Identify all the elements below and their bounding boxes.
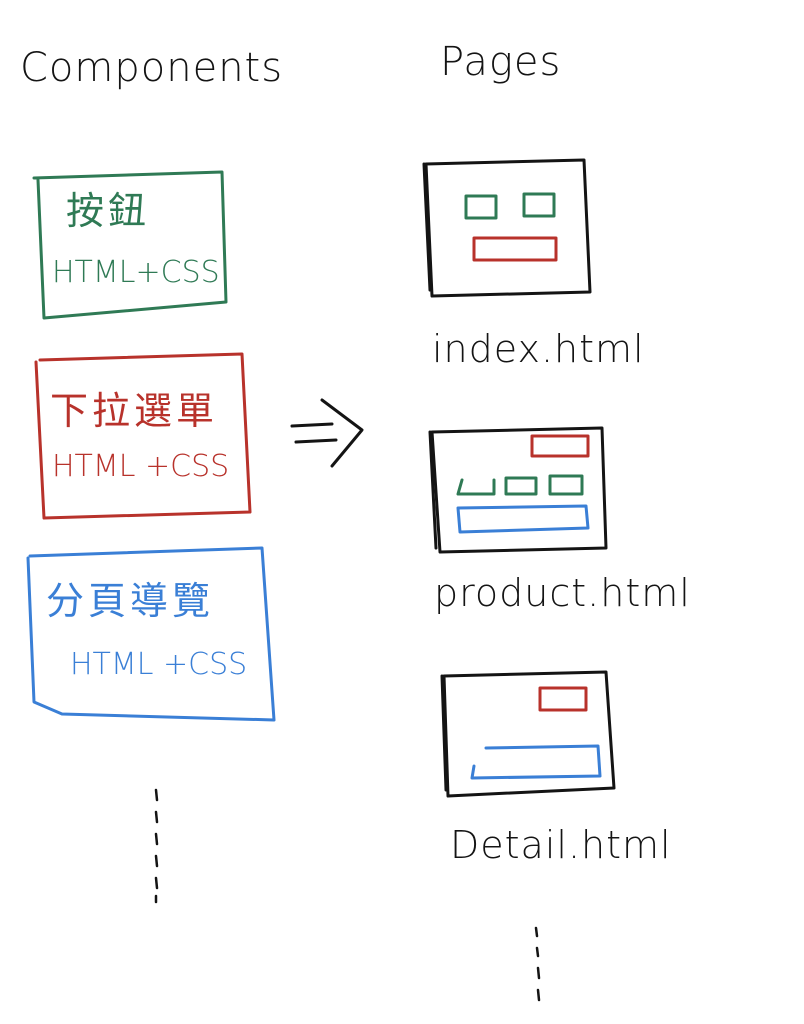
dropdown-shape [538, 686, 588, 712]
page-wireframe-detail [440, 670, 616, 798]
component-subtitle-button: HTML+CSS [52, 255, 220, 290]
arrow-icon [290, 398, 364, 468]
pages-heading: Pages [440, 39, 562, 85]
pagination-shape [470, 744, 602, 780]
component-title-button: 按鈕 [66, 189, 151, 233]
component-subtitle-dropdown: HTML +CSS [52, 449, 230, 484]
components-ellipsis [154, 788, 159, 904]
component-box-button [32, 170, 228, 320]
page-label-product: product.html [434, 571, 691, 615]
dropdown-shape [530, 434, 590, 458]
component-title-pagination: 分頁導覽 [46, 579, 215, 623]
component-title-dropdown: 下拉選單 [50, 389, 219, 433]
dropdown-shape [472, 236, 558, 262]
button-shape [522, 192, 556, 218]
pages-ellipsis [534, 926, 541, 1002]
page-wireframe-index [422, 158, 592, 298]
button-shape [504, 476, 538, 496]
button-shape [464, 194, 498, 220]
page-label-index: index.html [432, 327, 645, 371]
button-shape [548, 474, 584, 496]
component-box-dropdown [34, 352, 252, 520]
pagination-shape [456, 504, 590, 534]
page-wireframe-product [428, 426, 608, 554]
button-shape [456, 478, 496, 496]
page-label-detail: Detail.html [450, 823, 672, 867]
component-box-pagination [26, 546, 276, 722]
component-subtitle-pagination: HTML +CSS [70, 647, 248, 682]
components-heading: Components [20, 45, 284, 91]
